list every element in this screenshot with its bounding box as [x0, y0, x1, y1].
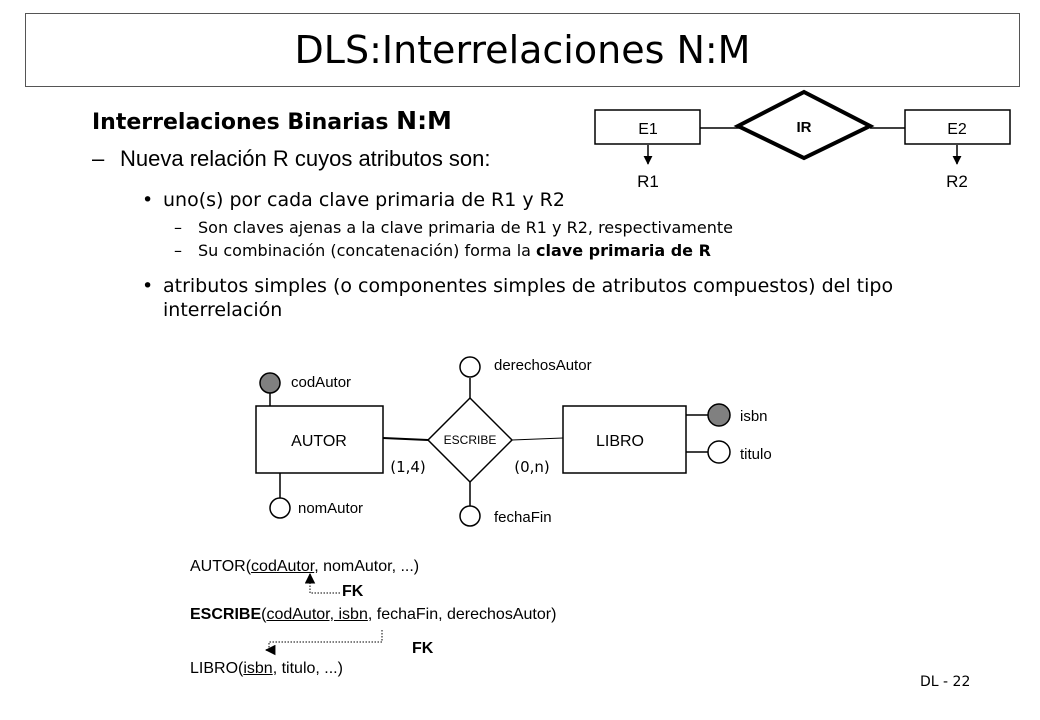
small-entity-e2	[904, 109, 1011, 145]
sub-2-text: Su combinación (concatenación) forma la …	[198, 241, 711, 260]
schema-autor-name: AUTOR(	[190, 558, 252, 575]
entity-libro-label: LIBRO	[596, 433, 644, 450]
schema-escribe: ESCRIBE(codAutor, isbn, fechaFin, derech…	[190, 606, 556, 624]
attr-fechafin-circle	[459, 505, 481, 527]
schema-fk2-label: FK	[412, 640, 434, 657]
sub-1-text: Son claves ajenas a la clave primaria de…	[198, 218, 733, 237]
small-r1-label: R1	[637, 172, 659, 191]
title-box	[25, 13, 1020, 87]
schema-autor: AUTOR(codAutor, nomAutor, ...)	[190, 558, 419, 576]
section-heading: Interrelaciones Binarias N:M	[92, 106, 452, 135]
schema-autor-key: codAutor	[251, 558, 315, 575]
relationship-escribe-label: ESCRIBE	[444, 433, 497, 447]
fk1-connector	[309, 576, 340, 594]
schema-escribe-open: (	[261, 606, 267, 623]
small-entity-e1	[594, 109, 701, 145]
main-er-diagram: AUTOR LIBRO ESCRIBE (1,4) (0,n) codAutor…	[255, 356, 772, 527]
entity-autor	[255, 405, 384, 474]
relationship-escribe	[426, 396, 514, 484]
schema-libro-rest: , titulo, ...)	[272, 660, 343, 677]
small-relationship-diamond	[733, 89, 875, 161]
schema-escribe-name: ESCRIBE	[190, 606, 262, 623]
slide-number: DL - 22	[920, 674, 971, 690]
slide-title: DLS:Interrelaciones N:M	[294, 28, 751, 72]
attr-codautor-label: codAutor	[291, 374, 351, 391]
heading-prefix: Interrelaciones Binarias	[92, 110, 397, 135]
attr-codautor-key-circle	[259, 372, 281, 394]
bullet-2a-text: uno(s) por cada clave primaria de R1 y R…	[163, 189, 565, 211]
heading-emph: N:M	[396, 106, 452, 135]
bullet-2b-line2: interrelación	[163, 299, 283, 321]
attr-derechosautor-label: derechosAutor	[494, 357, 592, 374]
entity-libro	[562, 405, 687, 474]
attr-titulo-label: titulo	[740, 446, 772, 463]
attr-fechafin-label: fechaFin	[494, 509, 552, 526]
small-er-diagram: E1 E2 IR R1 R2	[594, 89, 1011, 191]
entity-autor-label: AUTOR	[291, 433, 347, 450]
cardinality-right: (0,n)	[514, 458, 550, 476]
fk2-connector	[268, 630, 383, 650]
fk-arrows	[264, 572, 383, 656]
schema-escribe-key: codAutor, isbn	[266, 606, 368, 623]
schema-libro-key: isbn	[243, 660, 273, 677]
schema-libro: LIBRO(isbn, titulo, ...)	[190, 660, 343, 678]
schema-fk1-label: FK	[342, 583, 364, 600]
sub-dash-1: –	[174, 218, 182, 237]
link-escribe-libro	[511, 437, 564, 441]
cardinality-left: (1,4)	[390, 458, 426, 476]
attr-nomautor-label: nomAutor	[298, 500, 363, 517]
schema-autor-rest: , nomAutor, ...)	[314, 558, 420, 575]
link-autor-escribe	[382, 437, 429, 441]
schema-escribe-rest: , fechaFin, derechosAutor)	[367, 606, 557, 623]
attr-isbn-key-circle	[707, 403, 731, 427]
bullet-2b-line1: atributos simples (o componentes simples…	[163, 275, 894, 297]
sub-dash-2: –	[174, 241, 182, 260]
sub-2-prefix: Su combinación (concatenación) forma la	[198, 241, 537, 260]
bullet-dot-2b: •	[142, 275, 154, 297]
bullet-dash-1: –	[92, 146, 105, 171]
small-e2-label: E2	[947, 121, 967, 138]
bullet-dot-2a: •	[142, 189, 154, 211]
attr-titulo-circle	[707, 440, 731, 464]
attr-isbn-label: isbn	[740, 408, 768, 425]
sub-2-bold: clave primaria de R	[536, 241, 711, 260]
small-r2-label: R2	[946, 172, 968, 191]
bullet-1-text: Nueva relación R cuyos atributos son:	[120, 146, 491, 171]
attr-nomautor-circle	[269, 497, 291, 519]
small-e1-label: E1	[638, 121, 658, 138]
attr-derechosautor-circle	[459, 356, 481, 378]
schema-libro-name: LIBRO(	[190, 660, 244, 677]
small-ir-label: IR	[797, 119, 812, 136]
